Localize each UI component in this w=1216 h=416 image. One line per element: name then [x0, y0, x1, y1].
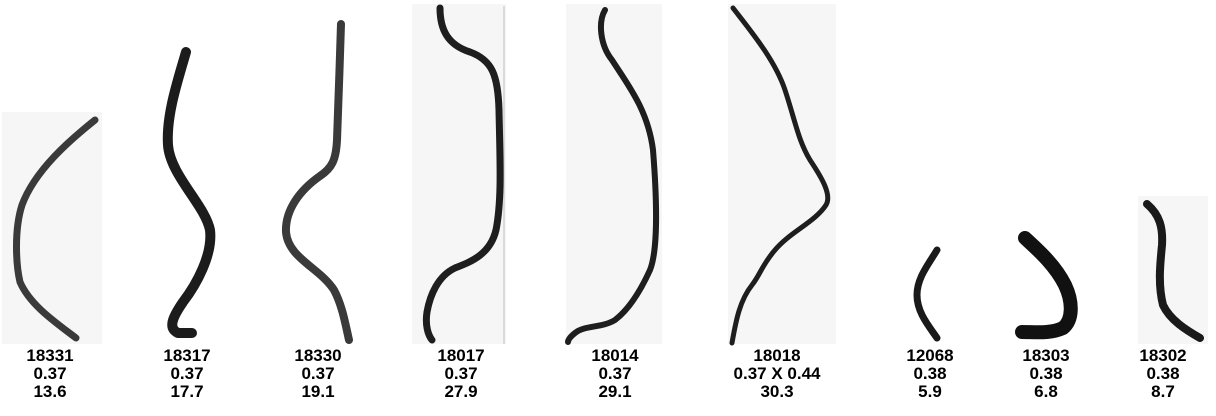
length: 6.8 — [1034, 382, 1058, 401]
hose-label-12068: 12068 0.38 5.9 — [860, 347, 1000, 401]
diameter: 0.37 — [301, 364, 335, 383]
diameter: 0.38 — [1146, 364, 1180, 383]
part-number: 18302 — [1139, 346, 1187, 365]
hose-label-18317: 18317 0.37 17.7 — [117, 347, 257, 401]
length: 29.1 — [598, 382, 632, 401]
hose-12068 — [913, 246, 941, 342]
part-number: 18317 — [163, 346, 211, 365]
part-number: 18018 — [753, 346, 801, 365]
hose-18018 — [729, 5, 831, 346]
diameter: 0.37 — [598, 364, 632, 383]
diameter: 0.37 — [33, 364, 67, 383]
part-number: 18014 — [591, 346, 639, 365]
hose-label-18331: 18331 0.37 13.6 — [0, 347, 120, 401]
photo-bg-18014 — [566, 4, 662, 344]
diameter: 0.37 X 0.44 — [733, 364, 821, 383]
length: 5.9 — [918, 382, 942, 401]
length: 27.9 — [444, 382, 478, 401]
hose-label-18018: 18018 0.37 X 0.44 30.3 — [707, 347, 847, 401]
part-number: 18017 — [437, 346, 485, 365]
length: 30.3 — [760, 382, 794, 401]
hose-label-18330: 18330 0.37 19.1 — [248, 347, 388, 401]
length: 13.6 — [33, 382, 67, 401]
part-number: 18331 — [26, 346, 74, 365]
length: 17.7 — [170, 382, 204, 401]
hose-18331 — [13, 116, 99, 342]
hose-18017 — [422, 4, 504, 344]
hose-18014 — [565, 7, 660, 345]
length: 19.1 — [301, 382, 335, 401]
hose-label-18014: 18014 0.37 29.1 — [545, 347, 685, 401]
diameter: 0.38 — [913, 364, 947, 383]
photo-bg-18017 — [412, 4, 506, 344]
length: 8.7 — [1151, 382, 1175, 401]
hose-label-18303: 18303 0.38 6.8 — [976, 347, 1116, 401]
diameter: 0.38 — [1029, 364, 1063, 383]
hose-18302 — [1143, 200, 1204, 342]
hose-18303 — [1015, 231, 1078, 340]
hose-18330 — [281, 20, 353, 344]
part-number: 18330 — [294, 346, 342, 365]
hose-label-18017: 18017 0.37 27.9 — [391, 347, 531, 401]
part-number: 18303 — [1022, 346, 1070, 365]
diameter: 0.37 — [444, 364, 478, 383]
hose-label-18302: 18302 0.38 8.7 — [1093, 347, 1216, 401]
part-number: 12068 — [906, 346, 954, 365]
diameter: 0.37 — [170, 364, 204, 383]
hose-18317 — [162, 47, 216, 338]
